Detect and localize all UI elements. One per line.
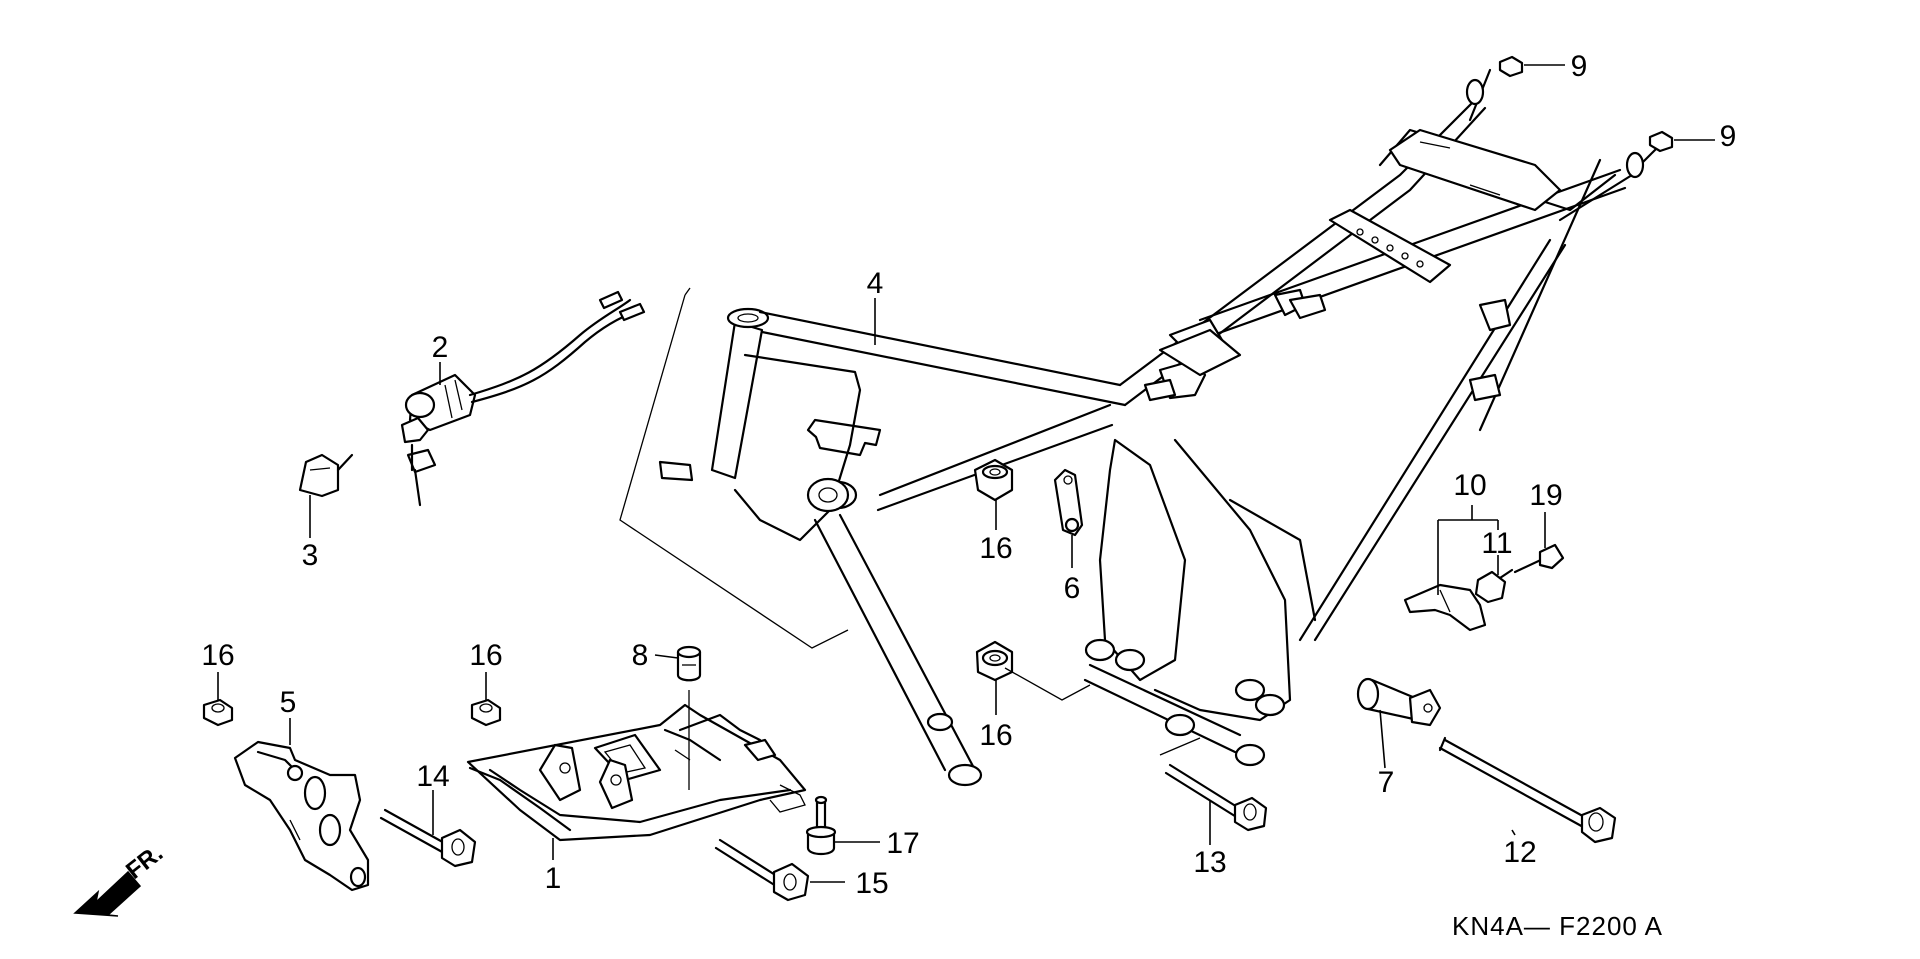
arrow-icon: [73, 870, 142, 917]
callout-3: 3: [302, 539, 319, 572]
bolt-13[interactable]: [1164, 763, 1268, 832]
engine-hanger[interactable]: [233, 740, 370, 892]
callout-16-a: 16: [201, 639, 234, 672]
bolt-15[interactable]: [714, 838, 810, 902]
long-bolt-12[interactable]: [1438, 736, 1617, 844]
diagram-code: KN4A— F2200 A: [1452, 911, 1663, 941]
callout-13: 13: [1193, 846, 1226, 879]
front-direction-arrow: FR.: [73, 840, 168, 917]
nut-16-upper[interactable]: [973, 458, 1014, 502]
callout-19: 19: [1529, 479, 1562, 512]
main-frame[interactable]: [658, 68, 1667, 787]
leader-lines: [217, 64, 1715, 883]
collar-8[interactable]: [676, 645, 702, 682]
bolt-14[interactable]: [379, 808, 477, 868]
callout-11: 11: [1481, 527, 1512, 560]
callout-10: 10: [1453, 469, 1486, 502]
nut-16-left[interactable]: [202, 698, 234, 727]
ignition-switch[interactable]: [400, 290, 646, 507]
callouts: 1 2 3 4 5 6 7 8 9 9 10 11 12 13 14 15 16…: [201, 50, 1736, 900]
callout-4: 4: [867, 267, 884, 300]
guard-10[interactable]: [1403, 583, 1487, 632]
callout-16-b: 16: [469, 639, 502, 672]
callout-8: 8: [632, 639, 649, 672]
nut-9-right[interactable]: [1648, 130, 1674, 153]
callout-16-c: 16: [979, 532, 1012, 565]
callout-9-right: 9: [1720, 120, 1737, 153]
key-cover[interactable]: [298, 453, 354, 498]
callout-14: 14: [416, 760, 449, 793]
bolt-17[interactable]: [805, 795, 837, 856]
bolt-19[interactable]: [1513, 543, 1565, 574]
callout-1: 1: [545, 862, 562, 895]
callout-17: 17: [886, 827, 919, 860]
nut-16-mid[interactable]: [470, 698, 502, 727]
callout-16-d: 16: [979, 719, 1012, 752]
pivot-bolt-7[interactable]: [1356, 677, 1442, 727]
bolt-11[interactable]: [1474, 568, 1514, 604]
skid-plate[interactable]: [466, 703, 807, 842]
callout-12: 12: [1503, 836, 1536, 869]
callout-15: 15: [855, 867, 888, 900]
link-plate-6[interactable]: [1053, 468, 1084, 537]
nut-9-left[interactable]: [1498, 55, 1524, 78]
callout-6: 6: [1064, 572, 1081, 605]
callout-2: 2: [432, 331, 449, 364]
callout-7: 7: [1378, 766, 1395, 799]
frame-group-outline: [619, 294, 849, 649]
callout-9-left: 9: [1571, 50, 1588, 83]
callout-5: 5: [280, 686, 297, 719]
nut-16-lower[interactable]: [975, 640, 1014, 682]
